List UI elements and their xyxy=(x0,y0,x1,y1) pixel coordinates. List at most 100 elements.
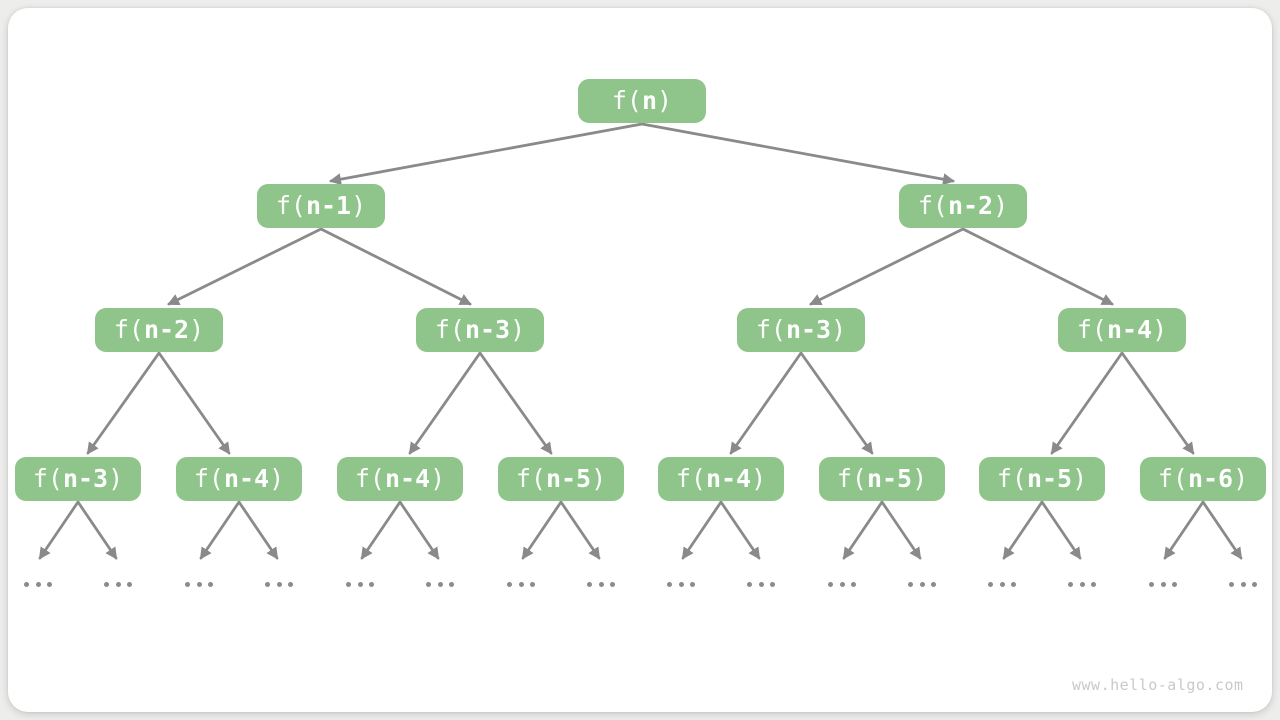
node-label-suffix: ) xyxy=(351,191,367,220)
node-label-suffix: ) xyxy=(912,464,928,493)
ellipsis-group xyxy=(185,581,213,587)
node-label-suffix: ) xyxy=(189,315,205,344)
ellipsis-group xyxy=(587,581,615,587)
node-label-prefix: f( xyxy=(275,191,306,220)
tree-edge xyxy=(880,500,922,560)
node-label-var: n-2 xyxy=(143,315,190,344)
ellipsis-group xyxy=(426,581,454,587)
node-label-prefix: f( xyxy=(32,464,63,493)
tree-edge xyxy=(1002,500,1044,560)
tree-edge xyxy=(729,351,803,455)
node-label-suffix: ) xyxy=(1072,464,1088,493)
node-label-prefix: f( xyxy=(996,464,1027,493)
tree-edge xyxy=(360,500,402,560)
ellipsis-group xyxy=(1229,581,1257,587)
node-l3-3-f-n-4: f(n-4) xyxy=(1058,308,1186,352)
node-l4-1-f-n-4: f(n-4) xyxy=(176,457,302,501)
node-label-suffix: ) xyxy=(831,315,847,344)
ellipsis-group xyxy=(988,581,1016,587)
tree-edge xyxy=(38,500,80,560)
node-l4-4-f-n-4: f(n-4) xyxy=(658,457,784,501)
ellipsis-group xyxy=(507,581,535,587)
node-label-suffix: ) xyxy=(108,464,124,493)
tree-edge xyxy=(799,351,874,455)
tree-edge xyxy=(842,500,884,560)
node-label-suffix: ) xyxy=(269,464,285,493)
ellipsis-group xyxy=(747,581,775,587)
node-label-var: n-3 xyxy=(464,315,511,344)
node-label-var: n-3 xyxy=(785,315,832,344)
tree-edge xyxy=(1120,351,1195,455)
node-l1-0-f-n: f(n) xyxy=(578,79,706,123)
node-label-prefix: f( xyxy=(917,191,948,220)
node-label-var: n-4 xyxy=(384,464,431,493)
tree-edge xyxy=(809,227,965,306)
node-label-suffix: ) xyxy=(591,464,607,493)
node-label-var: n-4 xyxy=(223,464,270,493)
ellipsis-group xyxy=(1068,581,1096,587)
tree-edge xyxy=(478,351,553,455)
tree-edge xyxy=(1050,351,1124,455)
node-label-suffix: ) xyxy=(751,464,767,493)
node-label-suffix: ) xyxy=(1152,315,1168,344)
node-label-var: n-4 xyxy=(1106,315,1153,344)
tree-edge xyxy=(961,227,1114,306)
node-label-prefix: f( xyxy=(675,464,706,493)
node-label-var: n-5 xyxy=(866,464,913,493)
tree-edge xyxy=(157,351,231,455)
node-l4-2-f-n-4: f(n-4) xyxy=(337,457,463,501)
node-label-prefix: f( xyxy=(611,86,642,115)
node-label-suffix: ) xyxy=(430,464,446,493)
node-label-prefix: f( xyxy=(1157,464,1188,493)
ellipsis-group xyxy=(24,581,52,587)
ellipsis-group xyxy=(828,581,856,587)
tree-edge xyxy=(167,227,323,306)
node-label-prefix: f( xyxy=(1076,315,1107,344)
node-label-prefix: f( xyxy=(755,315,786,344)
node-label-prefix: f( xyxy=(434,315,465,344)
node-l3-2-f-n-3: f(n-3) xyxy=(737,308,865,352)
tree-edge xyxy=(559,500,601,560)
node-label-suffix: ) xyxy=(510,315,526,344)
ellipsis-group xyxy=(667,581,695,587)
node-l2-1-f-n-2: f(n-2) xyxy=(899,184,1027,228)
node-label-prefix: f( xyxy=(836,464,867,493)
ellipsis-group xyxy=(1149,581,1177,587)
tree-edge xyxy=(319,227,472,306)
ellipsis-group xyxy=(104,581,132,587)
tree-edge xyxy=(329,122,644,186)
node-label-suffix: ) xyxy=(993,191,1009,220)
tree-edge xyxy=(719,500,761,560)
node-l3-1-f-n-3: f(n-3) xyxy=(416,308,544,352)
node-l4-7-f-n-6: f(n-6) xyxy=(1140,457,1266,501)
tree-edge xyxy=(398,500,440,560)
tree-edge xyxy=(681,500,723,560)
ellipsis-group xyxy=(908,581,936,587)
tree-edge xyxy=(86,351,161,455)
node-label-var: n-6 xyxy=(1187,464,1234,493)
node-label-suffix: ) xyxy=(1233,464,1249,493)
tree-edge xyxy=(76,500,118,560)
node-label-var: n xyxy=(641,86,658,115)
watermark: www.hello-algo.com xyxy=(1072,676,1244,694)
tree-edge xyxy=(521,500,563,560)
node-label-var: n-4 xyxy=(705,464,752,493)
node-label-suffix: ) xyxy=(657,86,673,115)
node-label-var: n-2 xyxy=(947,191,994,220)
node-l2-0-f-n-1: f(n-1) xyxy=(257,184,385,228)
node-label-var: n-5 xyxy=(1026,464,1073,493)
tree-edge xyxy=(1040,500,1082,560)
tree-edge xyxy=(640,122,955,186)
node-l4-3-f-n-5: f(n-5) xyxy=(498,457,624,501)
node-label-prefix: f( xyxy=(515,464,546,493)
node-l4-6-f-n-5: f(n-5) xyxy=(979,457,1105,501)
tree-edge xyxy=(1163,500,1205,560)
tree-edge xyxy=(237,500,279,560)
node-label-prefix: f( xyxy=(113,315,144,344)
node-l3-0-f-n-2: f(n-2) xyxy=(95,308,223,352)
node-l4-5-f-n-5: f(n-5) xyxy=(819,457,945,501)
node-label-prefix: f( xyxy=(193,464,224,493)
ellipsis-group xyxy=(346,581,374,587)
